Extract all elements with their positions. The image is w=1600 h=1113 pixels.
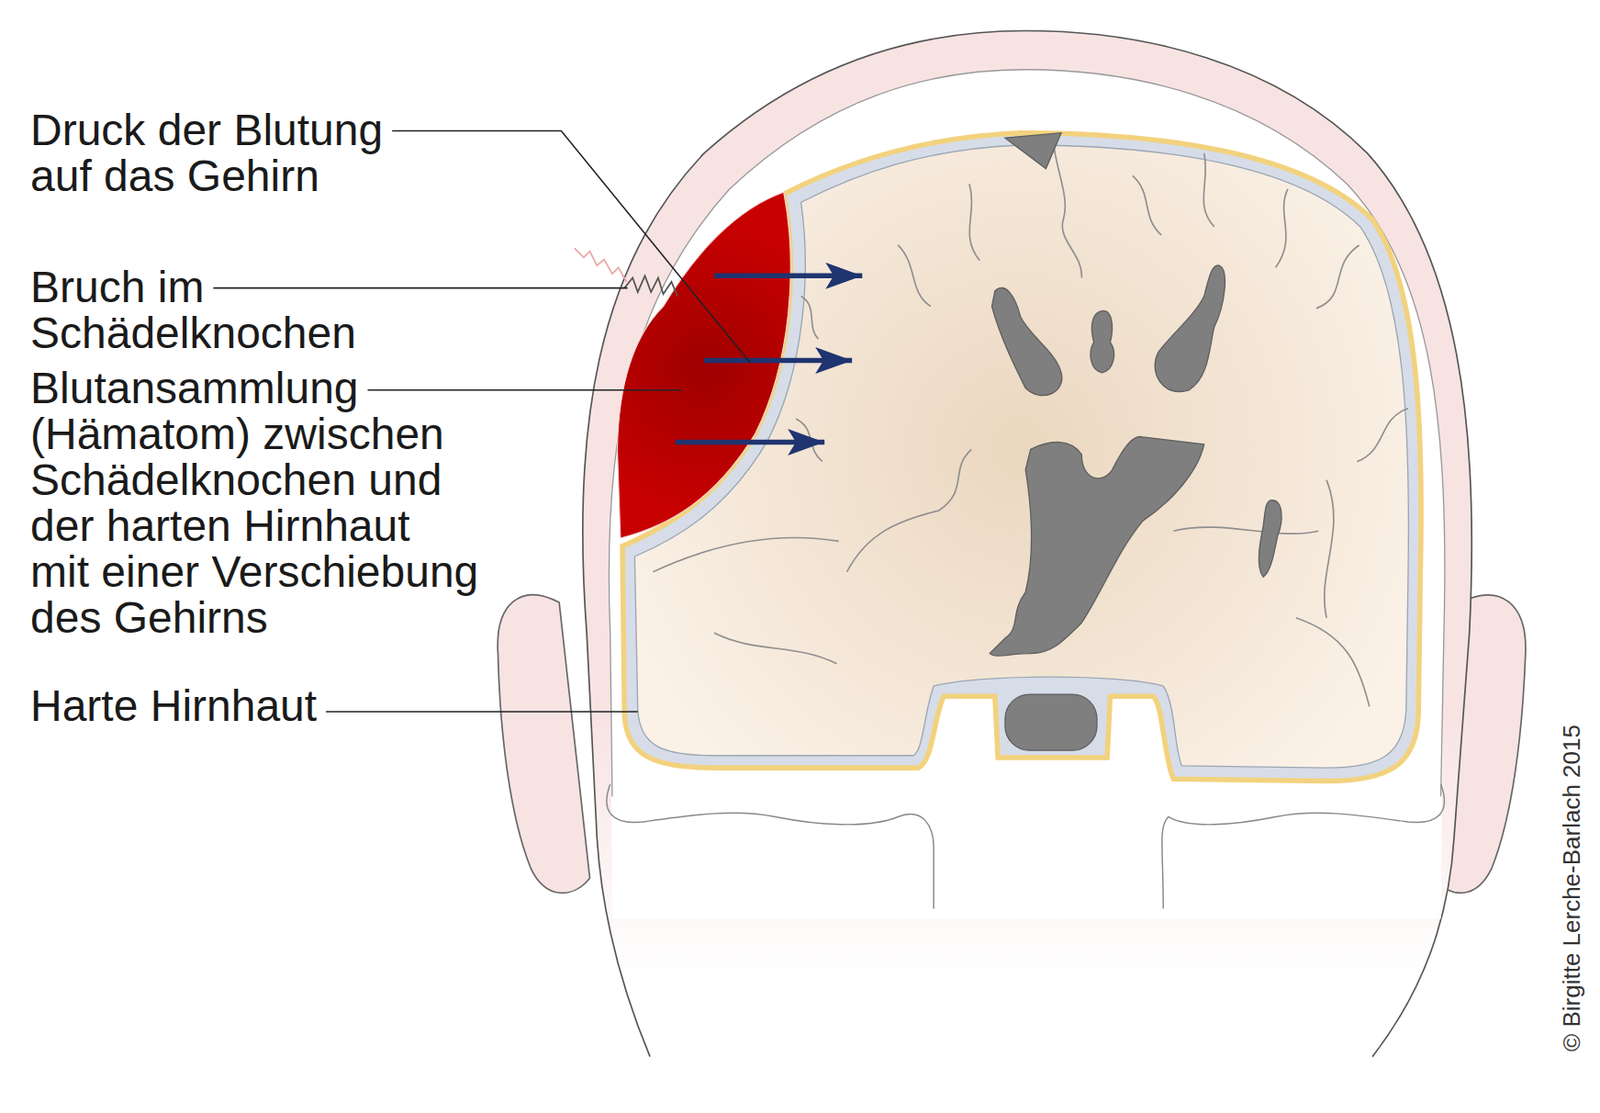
leader-line [325, 710, 638, 713]
callout-label: Harte Hirnhaut [30, 682, 317, 729]
copyright-note: © Birgitte Lerche-Barlach 2015 [1557, 724, 1586, 1052]
leader-line [212, 287, 627, 290]
callout-label: Bruch im Schädelknochen [30, 264, 357, 357]
skull-outline [608, 69, 1445, 796]
head-outline [582, 31, 1473, 1057]
pressure-arrow [714, 273, 862, 280]
skull-bone [608, 69, 1445, 919]
leader-line [391, 130, 750, 362]
skull-base-line [1162, 783, 1445, 909]
leader-line [368, 389, 683, 392]
scalp-fracture-mark [574, 247, 627, 282]
callout-label: Blutansammlung (Hämatom) zwischen Schäde… [30, 365, 479, 641]
ventricles [989, 133, 1282, 751]
pressure-arrow [704, 358, 852, 364]
scalp [582, 31, 1473, 1113]
skull-base-line [606, 783, 934, 909]
skull-fracture [624, 275, 678, 296]
pressure-arrow [675, 439, 825, 446]
ear [497, 594, 590, 894]
callout-label: Druck der Blutung auf das Gehirn [30, 107, 383, 200]
epidural-hematoma [617, 191, 792, 538]
